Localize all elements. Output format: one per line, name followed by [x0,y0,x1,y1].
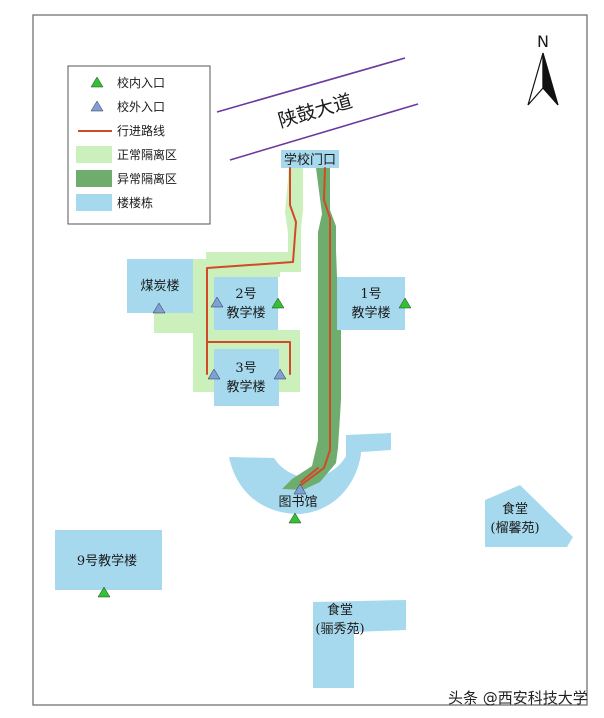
library-label: 图书馆 [278,495,317,510]
building-canteen-liuxin [485,485,573,547]
legend-label: 校外入口 [117,99,165,114]
entrance-outside-icon [152,302,166,314]
entrance-inside-icon [271,297,285,309]
place-labels: 学校门口 煤炭楼 2号 教学楼 1号 教学楼 3号 教学楼 图书馆 9号教学楼 … [77,152,540,637]
route-main-right [300,167,331,486]
route-to-library [300,467,319,483]
legend: 校内入口 校外入口 行进路线 正常隔离区 异常隔离区 楼楼栋 [67,65,211,225]
legend-label: 异常隔离区 [117,171,177,186]
route-main-left [206,167,297,331]
building-2-label-line1: 2号 [235,287,256,302]
legend-label: 楼楼栋 [117,195,153,210]
entrance-outside-icon [293,483,307,495]
entrance-outside-icon [210,296,224,308]
legend-outside-entrance-icon [90,100,104,112]
canteen-lixiu-label-line1: 食堂 [327,602,353,618]
travel-route [206,167,331,486]
legend-normal-zone-swatch [76,146,112,163]
legend-label: 行进路线 [117,123,165,138]
gate-label: 学校门口 [284,152,336,168]
building-coal [127,259,193,313]
legend-item-abnormal-zone: 异常隔离区 [76,170,177,187]
canteen-liuxin-label-line1: 食堂 [502,501,528,517]
building-1 [337,277,405,330]
north-label: N [537,32,549,51]
entrance-inside-icon [288,512,302,524]
road-edge-bottom [229,103,419,161]
building-gate [281,150,339,168]
legend-item-building: 楼楼栋 [76,194,153,211]
building-9-label: 9号教学楼 [77,553,137,569]
building-3 [214,349,279,406]
entrance-inside-icon [97,586,111,598]
building-1-label-line1: 1号 [360,287,381,302]
legend-item-route: 行进路线 [78,123,165,138]
north-arrow-icon: N [527,32,559,106]
coal-building-label: 煤炭楼 [140,279,179,294]
legend-inside-entrance-icon [90,76,104,88]
legend-building-swatch [76,194,112,211]
canteen-lixiu-label-line2: (骊秀苑) [315,622,364,637]
watermark-text: 头条 @西安科技大学 [448,689,588,707]
building-2-label-line2: 教学楼 [226,305,265,321]
entrance-outside-icon [207,368,221,380]
north-arrow-right-half [542,52,559,106]
legend-abnormal-zone-swatch [76,170,112,187]
legend-label: 正常隔离区 [117,147,177,162]
buildings [55,150,573,688]
building-library [229,433,391,514]
building-3-label-line1: 3号 [235,361,256,376]
building-2 [214,277,278,330]
legend-item-inside-entrance: 校内入口 [90,75,165,90]
normal-zone-area [193,168,303,392]
building-3-label-line2: 教学楼 [226,379,265,395]
legend-item-outside-entrance: 校外入口 [90,99,165,114]
legend-label: 校内入口 [117,75,165,90]
canteen-liuxin-label-line2: (榴馨苑) [490,520,539,536]
road-edge-top [216,57,406,113]
building-1-label-line2: 教学楼 [351,305,390,321]
building-9 [55,530,162,590]
normal-zone-coal-strip [154,313,214,333]
entrance-inside-icon [398,297,412,309]
entrances [97,296,412,598]
normal-isolation-zone [154,168,303,392]
entrance-outside-icon [273,368,287,380]
building-canteen-lixiu [313,600,406,688]
abnormal-isolation-zone [282,168,341,490]
route-branch-3 [206,329,291,375]
abnormal-zone-area [282,168,341,490]
legend-item-normal-zone: 正常隔离区 [76,146,177,163]
